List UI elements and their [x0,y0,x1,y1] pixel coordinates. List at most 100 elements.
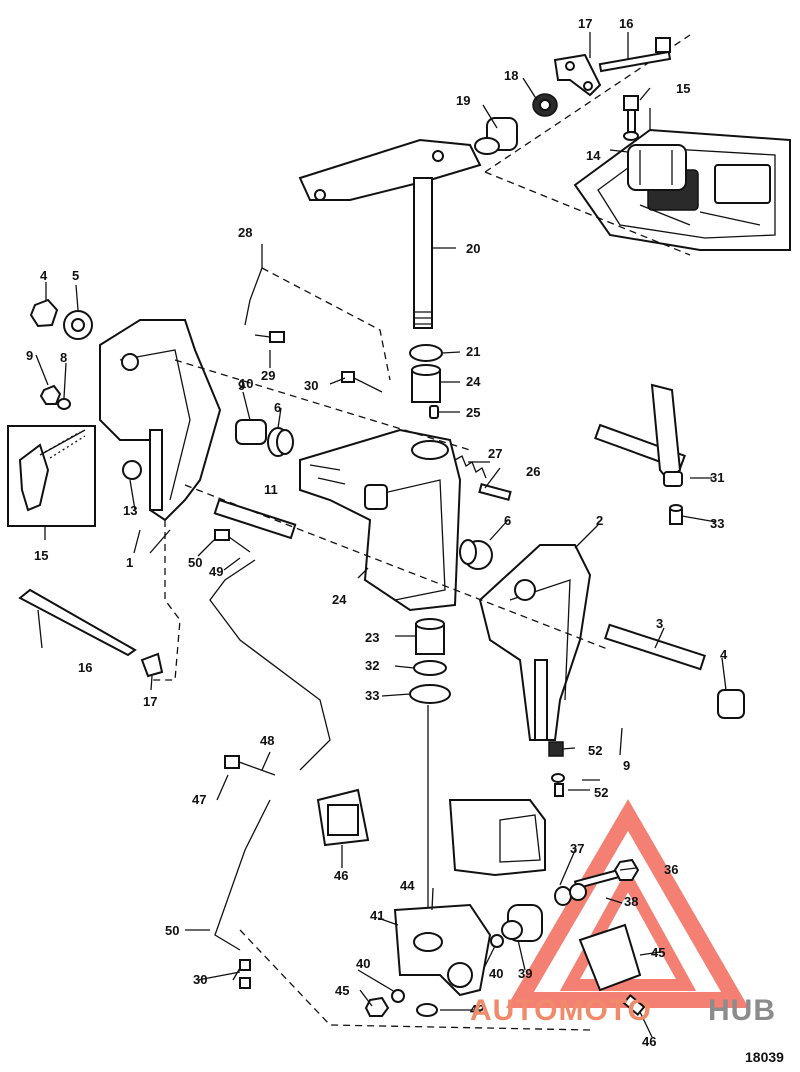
washer-35 [409,684,451,704]
ground-wire-50 [214,799,271,951]
washer-37 [569,883,587,901]
retainer-plate-19 [553,53,602,97]
callout-label: 26 [526,464,540,479]
callout-label: 29 [261,368,275,383]
callout-label: 1 [126,555,133,570]
callout-label: 6 [504,513,511,528]
bushing-7 [235,419,267,445]
bushing-24-upper [411,364,441,403]
callout-label: 11 [264,482,278,497]
callout-label: 45 [651,945,665,960]
washer-42 [416,1003,438,1017]
nut-4-right [717,689,745,719]
callout-label: 46 [334,868,348,883]
bracket-31 [594,383,686,487]
wire-48-50 [209,559,331,771]
callout-label: 33 [710,516,724,531]
callout-label: 45 [335,983,349,998]
bolt-46-right [622,993,646,1017]
washer-40-left [391,989,405,1003]
callout-label: 15 [676,81,690,96]
leader-lines [35,32,727,1038]
washer-38 [554,886,572,906]
callout-label: 20 [466,241,480,256]
callout-label: 36 [664,862,678,877]
clamp-bracket-left [99,319,222,522]
callout-label: 50 [188,555,202,570]
lower-yoke-41 [393,903,492,997]
callout-label: 24 [466,374,481,389]
bolt-46-left [224,755,276,776]
callout-label: 10 [239,376,253,391]
mount-pad-45-left [316,788,370,847]
callout-label: 16 [619,16,633,31]
callout-label: 24 [332,592,347,607]
pin-25 [429,405,439,419]
callout-label: 3 [656,616,663,631]
callout-labels: 17 16 18 15 19 14 20 28 4 5 9 8 21 24 29… [26,16,728,1049]
wire-route-top [261,267,391,381]
callout-label: 46 [642,1034,656,1049]
callout-label: 16 [78,660,92,675]
callout-label: 15 [34,548,48,563]
screw-32 [239,959,251,989]
callout-label: 4 [720,647,728,662]
screw-30-mid [341,371,383,393]
callout-label: 8 [60,350,67,365]
nut-51 [548,741,564,757]
rubber-mount-39 [501,904,543,942]
figure-number: 18039 [745,1049,784,1065]
callout-label: 49 [209,564,223,579]
callout-label: 38 [624,894,638,909]
bolt-17 [623,95,639,141]
callout-label: 52 [588,743,602,758]
washer-6-left [267,427,294,457]
watermark-text: AUTOMOTO HUB [470,994,776,1027]
callout-label: 17 [578,16,592,31]
lower-mount [448,799,546,877]
callout-label: 47 [192,792,206,807]
callout-label: 21 [466,344,480,359]
callout-label: 44 [400,878,415,893]
callout-label: 2 [596,513,603,528]
callout-label: 9 [623,758,630,773]
cap-5 [63,310,93,340]
callout-label: 30 [304,378,318,393]
callout-label: 42 [470,1002,484,1017]
callout-label: 25 [466,405,480,420]
bushing-24-lower [415,618,445,655]
mount-pad-45-right [578,923,642,992]
callout-label: 6 [274,400,281,415]
bushing-20 [532,93,558,117]
callout-label: 52 [594,785,608,800]
screw-52 [551,773,565,797]
screw-33 [669,504,683,525]
bolt-36 [573,858,640,890]
callout-label: 5 [72,268,79,283]
callout-label: 23 [365,630,379,645]
washer-40-right [490,934,504,948]
callout-label: 17 [143,694,157,709]
dash-upper-axis [174,359,471,451]
steering-arm [298,138,482,201]
washer-10 [57,398,71,410]
callout-label: 48 [260,733,274,748]
callout-label: 27 [488,446,502,461]
dash-plate-2 [484,171,691,256]
mount-21 [474,117,518,155]
callout-labels-right: 36 38 45 39 42 [470,862,678,1017]
washer-23 [409,344,443,362]
dash-tilt-axis [184,484,611,651]
nut-44 [364,996,390,1017]
swivel-bracket [299,428,462,612]
callout-label: 14 [586,148,601,163]
screw-49 [214,529,251,553]
steering-shaft [413,177,433,329]
watermark-text-grey: HUB [708,994,776,1027]
inset-box-12 [7,425,96,527]
callout-label: 33 [365,688,379,703]
callout-label: 18 [504,68,518,83]
wire-route-bottom [239,929,591,1031]
nut-4-left [29,298,59,328]
